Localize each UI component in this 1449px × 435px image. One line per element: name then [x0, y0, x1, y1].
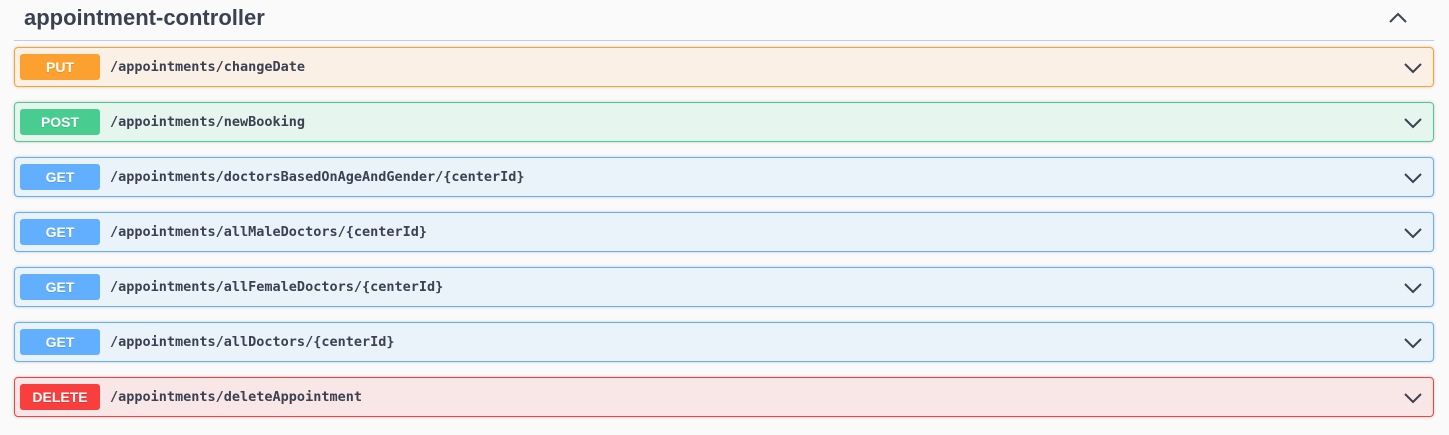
chevron-down-icon[interactable]: [1403, 223, 1423, 243]
method-badge: PUT: [20, 54, 100, 80]
operation-block[interactable]: GET /appointments/allDoctors/{centerId}: [14, 322, 1434, 362]
operation-block[interactable]: PUT /appointments/changeDate: [14, 47, 1434, 87]
operation-path: /appointments/changeDate: [110, 59, 306, 75]
operation-block[interactable]: GET /appointments/allFemaleDoctors/{cent…: [14, 267, 1434, 307]
chevron-down-icon[interactable]: [1403, 388, 1423, 408]
chevron-down-icon[interactable]: [1403, 333, 1423, 353]
chevron-down-icon[interactable]: [1403, 278, 1423, 298]
tag-header[interactable]: appointment-controller: [14, 0, 1434, 41]
method-badge: POST: [20, 109, 100, 135]
method-badge: GET: [20, 329, 100, 355]
chevron-down-icon[interactable]: [1403, 113, 1423, 133]
operation-path: /appointments/deleteAppointment: [110, 389, 362, 405]
method-badge: GET: [20, 219, 100, 245]
chevron-up-icon[interactable]: [1386, 6, 1410, 30]
method-badge: GET: [20, 274, 100, 300]
operation-block[interactable]: GET /appointments/doctorsBasedOnAgeAndGe…: [14, 157, 1434, 197]
method-badge: GET: [20, 164, 100, 190]
chevron-down-icon[interactable]: [1403, 58, 1423, 78]
operation-block[interactable]: POST /appointments/newBooking: [14, 102, 1434, 142]
tag-title[interactable]: appointment-controller: [24, 5, 265, 30]
operation-path: /appointments/doctorsBasedOnAgeAndGender…: [110, 169, 525, 185]
operation-block[interactable]: GET /appointments/allMaleDoctors/{center…: [14, 212, 1434, 252]
method-badge: DELETE: [20, 384, 100, 410]
operation-path: /appointments/allDoctors/{centerId}: [110, 334, 395, 350]
operation-block[interactable]: DELETE /appointments/deleteAppointment: [14, 377, 1434, 417]
chevron-down-icon[interactable]: [1403, 168, 1423, 188]
operation-path: /appointments/allMaleDoctors/{centerId}: [110, 224, 427, 240]
operation-path: /appointments/allFemaleDoctors/{centerId…: [110, 279, 444, 295]
operation-path: /appointments/newBooking: [110, 114, 306, 130]
